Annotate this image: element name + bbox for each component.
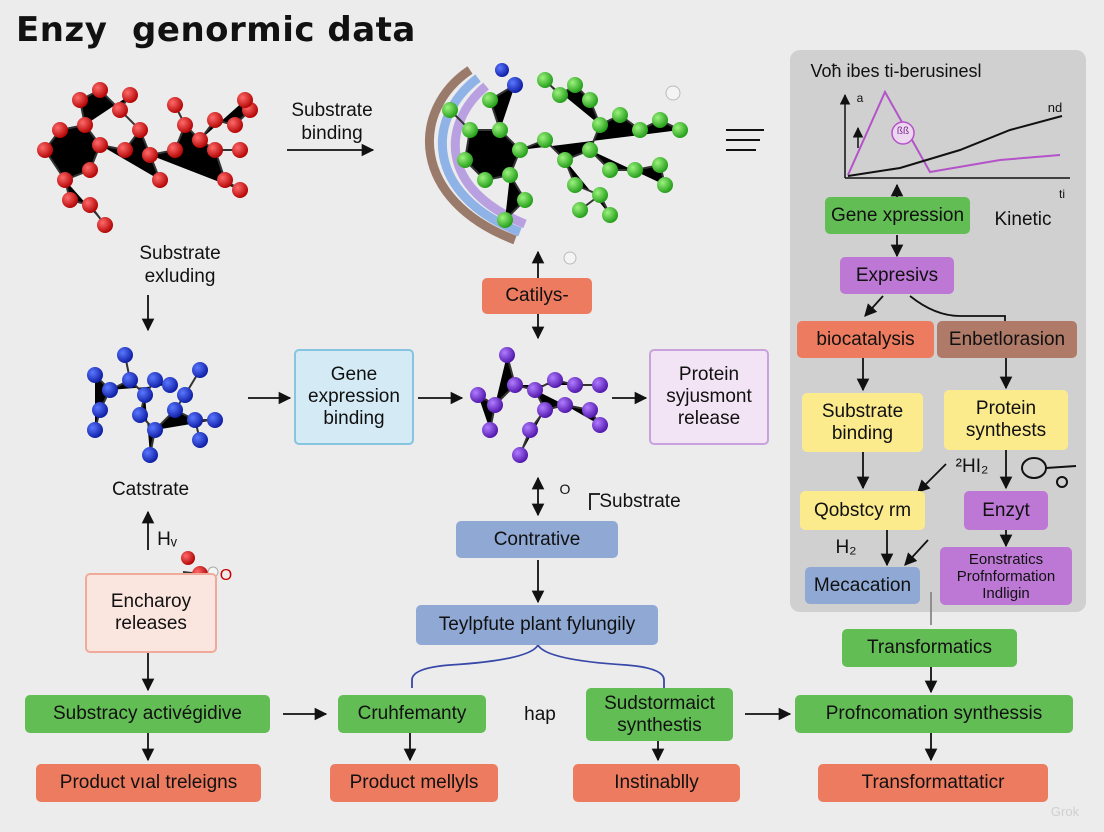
protein-release-box: Protein syjusmont release xyxy=(649,349,769,445)
mini-chart-nd-label: nd xyxy=(1047,100,1063,115)
transformattaticr-box: Transformattaticr xyxy=(818,764,1048,802)
product-mellyls-box: Product mellyls xyxy=(330,764,498,802)
substrate-exluding-label: Substrate exluding xyxy=(139,243,221,287)
blue-molecule xyxy=(87,347,223,463)
mini-chart xyxy=(839,89,1070,179)
o-mark-label: O xyxy=(219,567,233,584)
profncomation-box: Profncomation synthessis xyxy=(795,695,1073,733)
substracy-box: Substracy activégidive xyxy=(25,695,270,733)
hv-label: Hᵥ xyxy=(157,529,177,550)
connector-arrows xyxy=(131,143,1013,762)
hap-label: hap xyxy=(524,704,556,725)
cruhfemanty-box: Cruhfemanty xyxy=(338,695,486,733)
mecacation-box: Mecacation xyxy=(805,567,920,604)
substrate-binding-box: Substrate binding xyxy=(802,393,923,452)
qobstcy-box: Qobstcy rm xyxy=(800,491,925,530)
substrate-binding-label: Substrate binding xyxy=(291,100,373,144)
biocatalysis-box: biocatalysis xyxy=(797,321,934,358)
instinablly-box: Instinablly xyxy=(573,764,740,802)
enzyt-box: Enzyt xyxy=(964,491,1048,530)
sudstormaict-box: Sudstormaict synthestis xyxy=(586,688,733,741)
catstrate-label: Catstrate xyxy=(111,479,190,500)
gene-xpression-box: Gene xpression xyxy=(825,197,970,234)
kinetic-label: Kinetic xyxy=(994,209,1052,230)
transformatics-box: Transformatics xyxy=(842,629,1017,667)
encharoy-box: Encharoy releases xyxy=(85,573,217,653)
watermark-label: Grok xyxy=(1050,804,1080,819)
o-small-label: O xyxy=(559,481,571,497)
green-molecule xyxy=(442,63,688,265)
magnifier-icon xyxy=(1021,457,1077,488)
contrative-box: Contrative xyxy=(456,521,618,558)
h2-top-label: ²HI₂ xyxy=(955,456,989,477)
expresivs-box: Expresivs xyxy=(840,257,954,294)
menu-lines-icon xyxy=(726,129,764,151)
substrate-small-label: Substrate xyxy=(599,491,681,512)
violet-molecule xyxy=(470,347,608,463)
h2-left-label: H₂ xyxy=(835,537,857,558)
chart-badge-circle xyxy=(891,121,915,145)
eonstratics-box: Eonstratics Profnformation Indligin xyxy=(940,547,1072,605)
gene-expression-binding-box: Gene expression binding xyxy=(294,349,414,445)
protein-synthests-box: Protein synthests xyxy=(944,390,1068,450)
page-title: Enzy genormic data xyxy=(16,10,416,50)
mini-chart-badge: ßß xyxy=(896,126,910,137)
product-val-box: Product vıal treleigns xyxy=(36,764,261,802)
mini-chart-y-label: a xyxy=(856,91,864,105)
mini-chart-t-label: ti xyxy=(1059,187,1065,201)
mini-chart-title: Voħ ibes ti-berusinesl xyxy=(810,61,982,81)
enzyme-arc xyxy=(425,66,527,245)
catalys-box: Catilys- xyxy=(482,278,592,314)
red-molecule xyxy=(37,82,258,233)
enbetlorasion-box: Enbetlorasion xyxy=(937,321,1077,358)
teylpfute-box: Teylpfute plant fylungily xyxy=(416,605,658,645)
